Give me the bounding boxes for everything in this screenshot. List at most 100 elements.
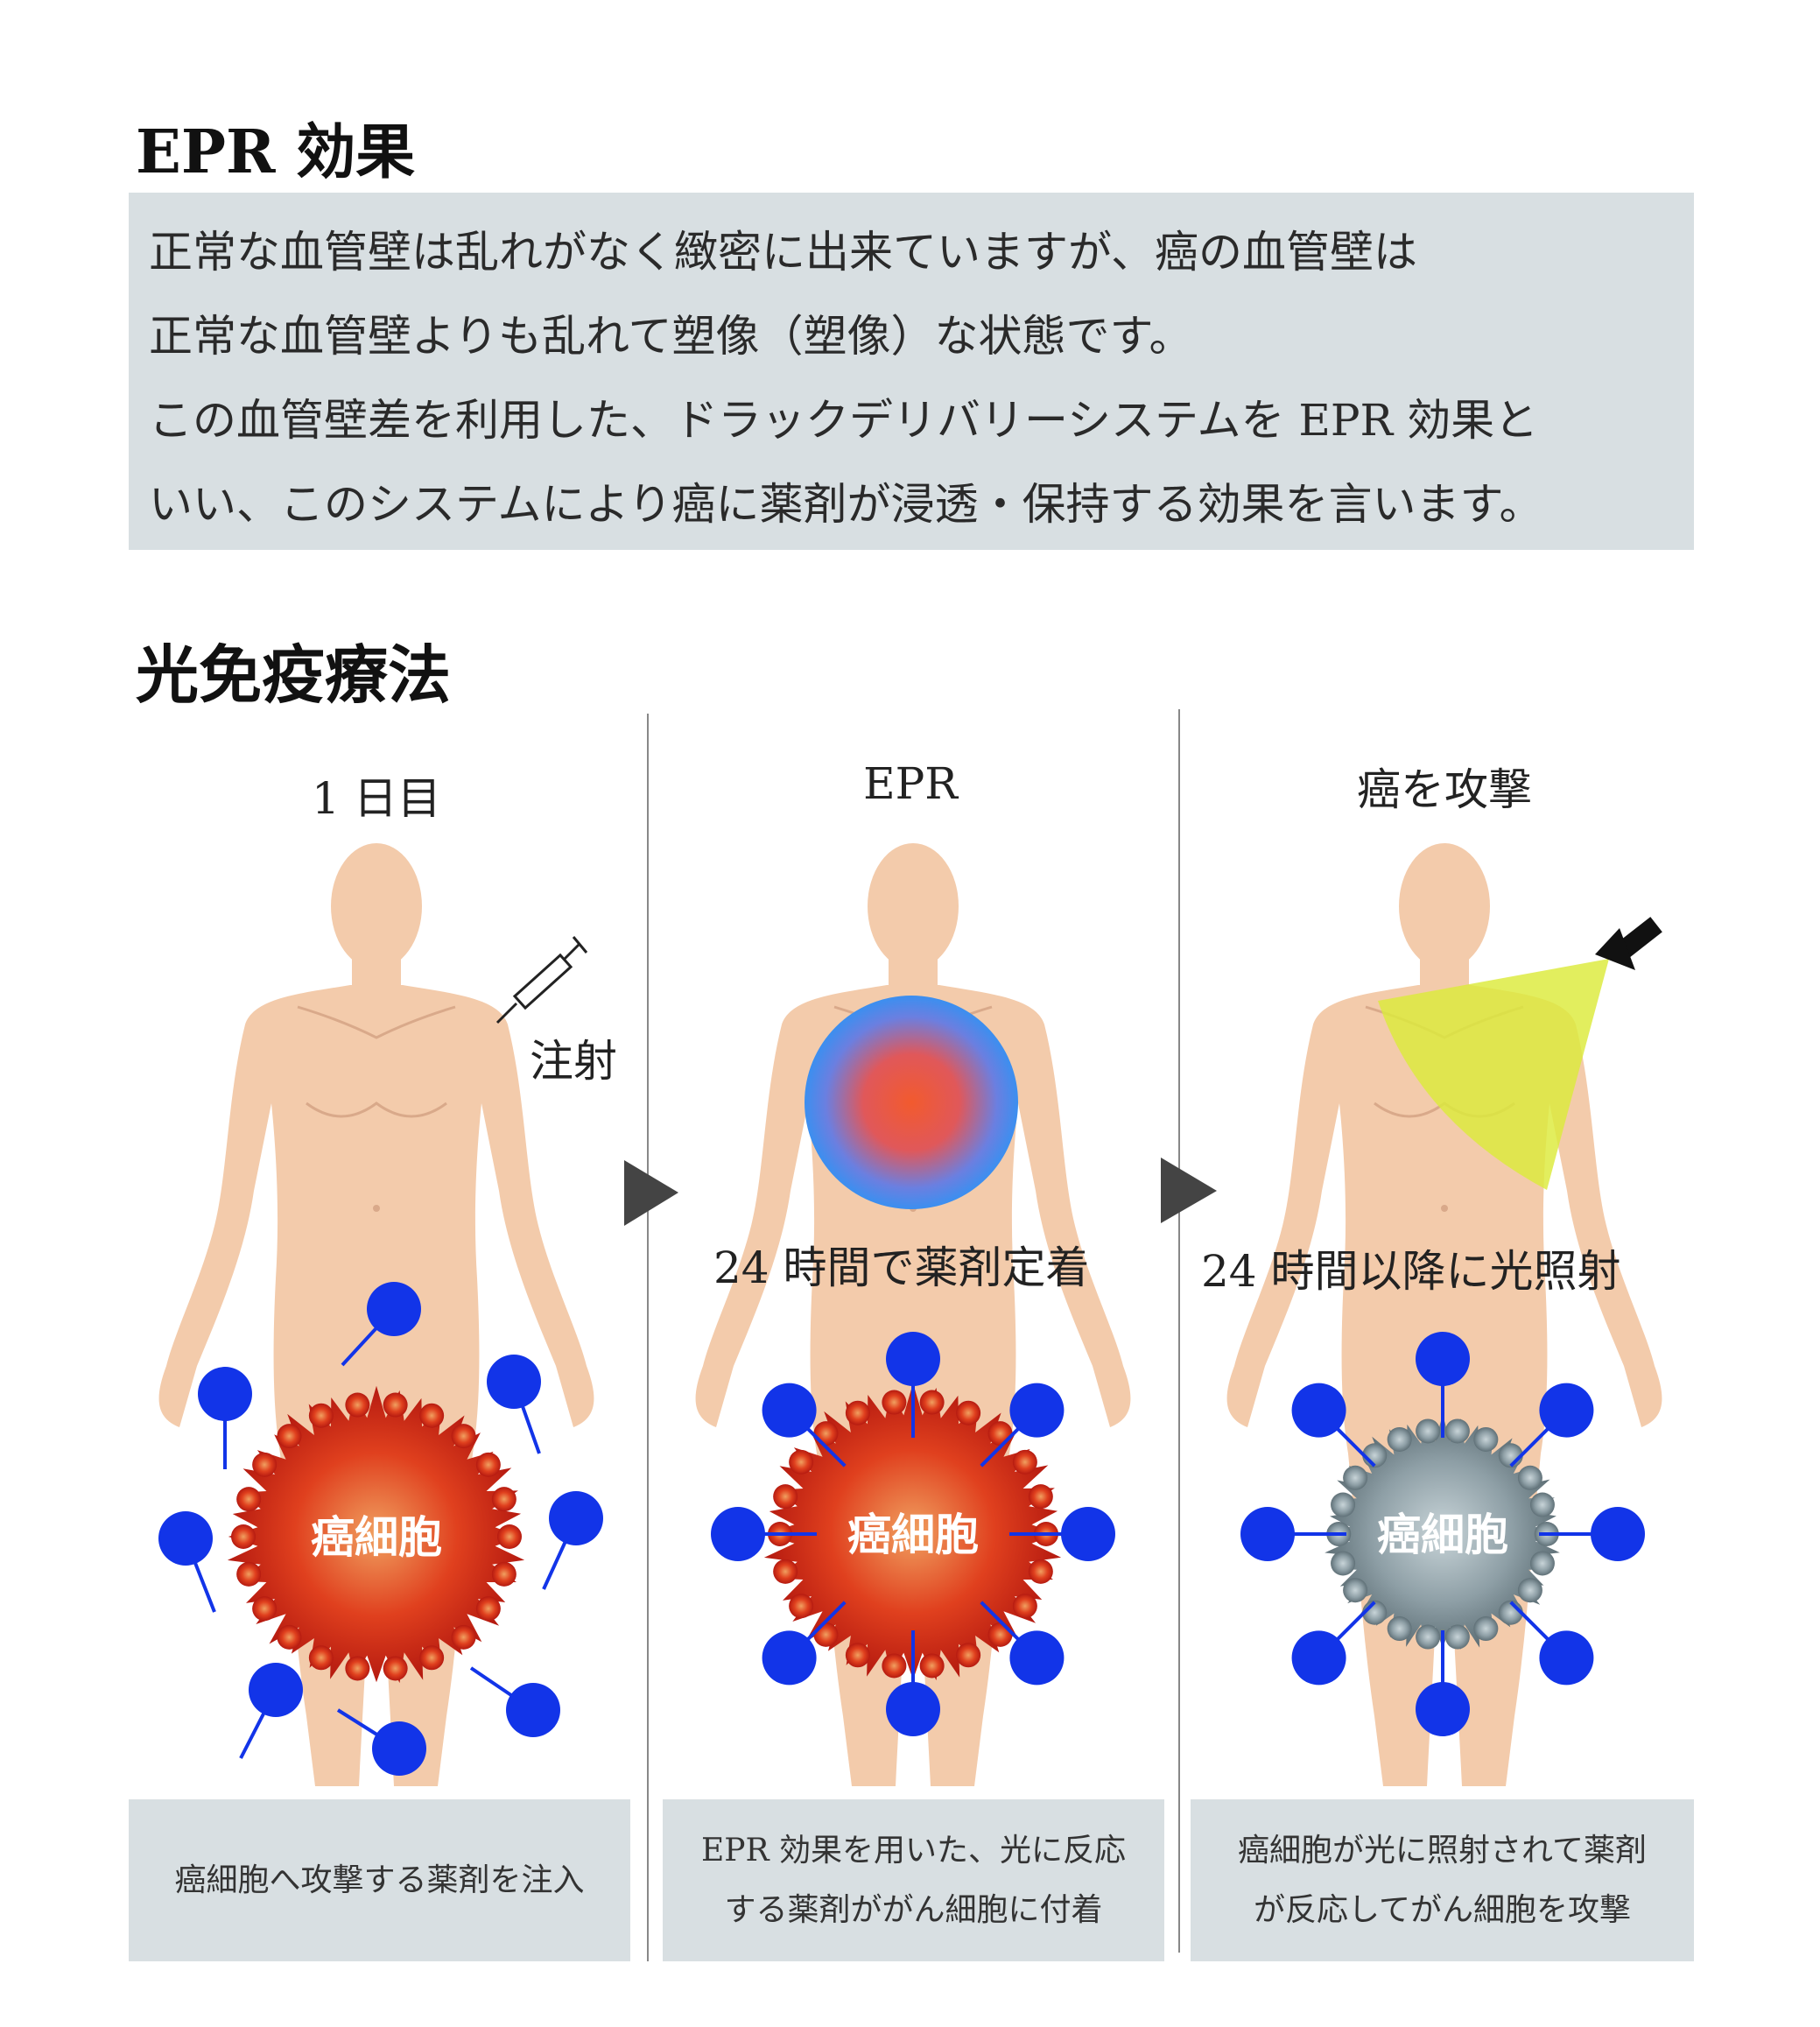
cell-spike [475, 1596, 501, 1622]
injection-label: 注射 [530, 1036, 617, 1087]
cell-spike [277, 1624, 302, 1650]
cell-spike [451, 1424, 476, 1449]
epr-line: この血管壁差を利用した、ドラックデリバリーシステムを EPR 効果と [149, 395, 1539, 446]
cell-spike [1517, 1465, 1542, 1490]
step-1-caption: 癌細胞へ攻撃する薬剤を注入 [129, 1799, 630, 1961]
cell-spike [1331, 1551, 1356, 1576]
cell-spike [987, 1622, 1013, 1647]
step-2-note: 24 時間で薬剤定着 [713, 1242, 1090, 1293]
cell-spike [497, 1524, 522, 1549]
drug-molecule [1539, 1383, 1594, 1438]
cell-spike [1416, 1418, 1441, 1444]
cell-spike [845, 1643, 870, 1668]
drug-molecule [886, 1682, 940, 1736]
cell-spike [1444, 1624, 1470, 1650]
cell-spike [1012, 1594, 1037, 1619]
drug-molecule [367, 1282, 421, 1336]
epr-line: 正常な血管壁は乱れがなく緻密に出来ていますが、癌の血管壁は [149, 227, 1417, 278]
drug-molecule [1009, 1383, 1065, 1438]
cell-spike [773, 1559, 798, 1584]
drug-molecule [1240, 1507, 1295, 1561]
drug-molecule [372, 1721, 426, 1776]
cell-spike [345, 1392, 370, 1418]
drug-molecule [487, 1355, 541, 1409]
drug-molecule [1061, 1507, 1115, 1561]
flashlight-icon [1595, 917, 1662, 970]
cell-spike [419, 1403, 445, 1428]
step-2-caption: EPR 効果を用いた、光に反応 する薬剤ががん細胞に付着 [663, 1799, 1164, 1961]
drug-molecule [158, 1511, 213, 1566]
cell-spike [987, 1421, 1013, 1446]
arrow-right-icon [1161, 1158, 1217, 1223]
cell-spike [491, 1561, 516, 1587]
cell-spike [1028, 1484, 1053, 1510]
column-divider [1178, 709, 1180, 1953]
cell-spike [1473, 1616, 1499, 1642]
cell-spike [1387, 1426, 1412, 1452]
caption-line: EPR 効果を用いた、光に反応 [700, 1832, 1127, 1869]
caption-line: が反応してがん細胞を攻撃 [1254, 1891, 1631, 1928]
cell-spike [1028, 1559, 1053, 1584]
cell-spike [956, 1643, 981, 1668]
epr-line: 正常な血管壁よりも乱れて塑像（塑像）な状態です。 [149, 311, 1193, 362]
cell-spike [1343, 1578, 1368, 1603]
drug-molecule [549, 1491, 603, 1545]
drug-molecule [1291, 1630, 1346, 1686]
drug-molecule [762, 1630, 817, 1686]
cell-spike [882, 1390, 907, 1415]
drug-molecule [1539, 1630, 1594, 1686]
cell-spike [451, 1624, 476, 1650]
arrow-right-icon [624, 1160, 678, 1226]
cell-spike [773, 1484, 798, 1510]
drug-molecule [198, 1367, 252, 1421]
cell-spike [252, 1596, 278, 1622]
photoimmunotherapy-title: 光免疫療法 [136, 637, 452, 712]
epr-description: 正常な血管壁は乱れがなく緻密に出来ていますが、癌の血管壁は 正常な血管壁よりも乱… [149, 210, 1543, 546]
light-beam [1378, 959, 1609, 1190]
cell-spike [956, 1400, 981, 1425]
drug-molecule [506, 1683, 560, 1737]
step-1-header: 1 日目 [312, 773, 441, 824]
cell-spike [813, 1421, 839, 1446]
step-3-note: 24 時間以降に光照射 [1201, 1246, 1621, 1297]
cancer-cell: 癌細胞 [1325, 1414, 1560, 1650]
cancer-cell-label: 癌細胞 [847, 1509, 979, 1560]
drug-molecule [1416, 1682, 1470, 1736]
cell-spike [236, 1561, 262, 1587]
drug-accumulation-glow [805, 996, 1018, 1209]
cell-spike [491, 1487, 516, 1512]
cell-spike [845, 1400, 870, 1425]
cell-spike [1529, 1551, 1555, 1576]
cell-spike [789, 1449, 814, 1475]
cell-spike [1416, 1624, 1441, 1650]
cell-spike [252, 1452, 278, 1477]
cell-spike [308, 1645, 334, 1671]
cell-spike [789, 1594, 814, 1619]
cell-spike [236, 1487, 262, 1512]
cell-spike [345, 1656, 370, 1681]
step-3-caption: 癌細胞が光に照射されて薬剤 が反応してがん細胞を攻撃 [1191, 1799, 1694, 1961]
epr-line: いい、このシステムにより癌に薬剤が浸透・保持する効果を言います。 [149, 479, 1543, 530]
cell-spike [1444, 1418, 1470, 1444]
cell-spike [1012, 1449, 1037, 1475]
epr-title: EPR 効果 [136, 117, 416, 187]
drug-molecule [711, 1507, 765, 1561]
drug-molecule [1591, 1507, 1645, 1561]
cell-spike [277, 1424, 302, 1449]
caption-line: 癌細胞が光に照射されて薬剤 [1238, 1832, 1647, 1869]
cell-spike [1473, 1426, 1499, 1452]
cell-spike [1517, 1578, 1542, 1603]
cancer-cell: 癌細胞 [227, 1385, 525, 1684]
cancer-cell-label: 癌細胞 [311, 1511, 442, 1563]
cell-spike [813, 1622, 839, 1647]
drug-molecule [762, 1383, 817, 1438]
cell-spike [919, 1390, 945, 1415]
cell-spike [919, 1653, 945, 1679]
step-2-header: EPR [863, 758, 958, 809]
caption-line: する薬剤ががん細胞に付着 [724, 1891, 1103, 1928]
cell-spike [1387, 1616, 1412, 1642]
epr-description-box [129, 193, 1694, 550]
step-3-header: 癌を攻撃 [1357, 764, 1532, 815]
drug-molecule [249, 1663, 303, 1717]
